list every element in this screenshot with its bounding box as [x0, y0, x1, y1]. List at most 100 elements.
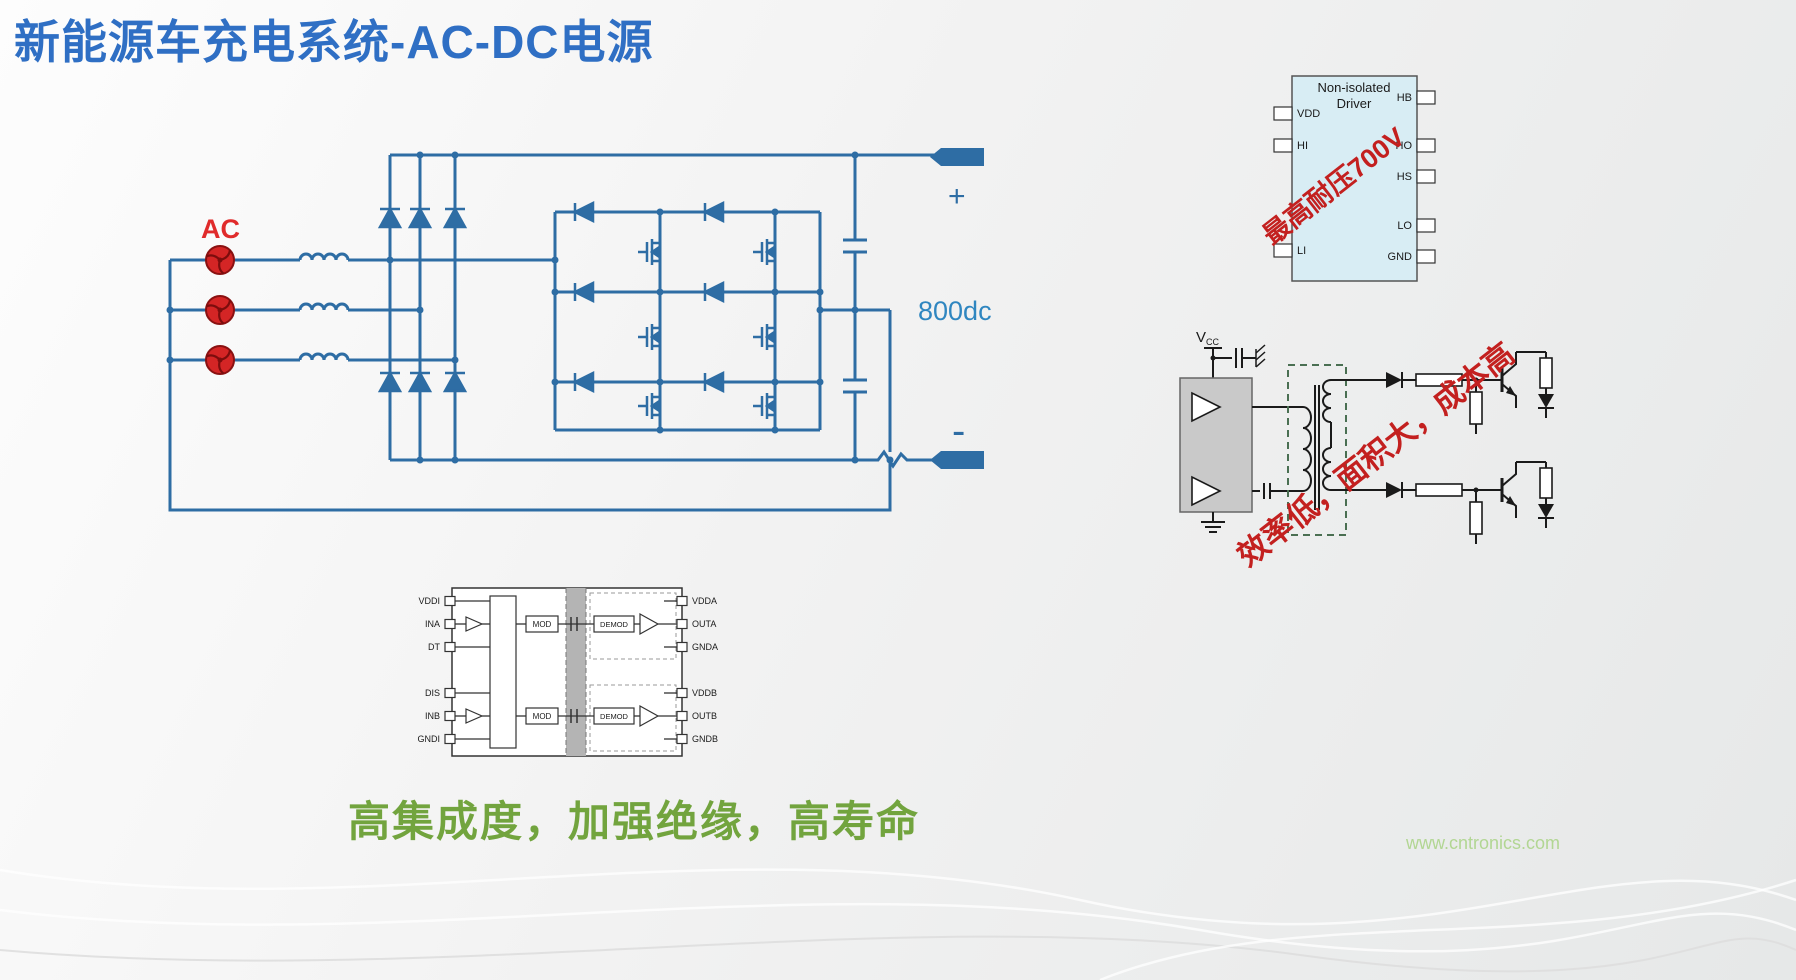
- buffer-icon: [1191, 475, 1222, 507]
- mosfet-icon: [751, 391, 777, 421]
- pin-square: [1416, 138, 1436, 153]
- pin-square: [444, 710, 456, 722]
- pin-square: [1416, 249, 1436, 264]
- pin-label: VDD: [1297, 108, 1320, 120]
- channel-a-region: [589, 592, 677, 660]
- nonisolated-driver-ic: Non-isolated Driver VDD HI LI HB HO HS L…: [1257, 75, 1436, 282]
- output-buffer-icon: [639, 704, 660, 728]
- pin-label: LI: [1297, 245, 1306, 257]
- pin-label: OUTB: [692, 711, 717, 721]
- page-title: 新能源车充电系统-AC-DC电源: [14, 16, 654, 68]
- main-power-circuit: AC + - 800dc: [166, 148, 992, 512]
- pin-label: HB: [1397, 92, 1412, 104]
- pin-square: [676, 595, 688, 607]
- pin-square: [1273, 106, 1293, 121]
- pin-label: HI: [1297, 140, 1308, 152]
- isolated-driver-ic: VDDI INA DT DIS INB GNDI MOD DEMOD MOD: [418, 587, 718, 757]
- rectifier-diode-icon: [443, 207, 467, 229]
- pin-label: GNDA: [692, 642, 718, 652]
- mod-label: MOD: [533, 712, 552, 721]
- pin-label: GND: [1388, 251, 1413, 263]
- junction-dots: [166, 151, 894, 464]
- gate-transformer-icon: [1287, 364, 1347, 536]
- hatch-ground-icon: [1255, 344, 1266, 368]
- pin-label: DIS: [425, 688, 440, 698]
- pin-label: HS: [1397, 171, 1412, 183]
- pin-square: [444, 687, 456, 699]
- bridge-diode-icon: [573, 281, 595, 303]
- pin-label: VDDI: [418, 596, 440, 606]
- dc-link-capacitors: [843, 155, 867, 460]
- demod-label: DEMOD: [600, 712, 629, 721]
- pin-square: [1273, 138, 1293, 153]
- mosfet-icon: [751, 322, 777, 352]
- ac-source-icon: [204, 244, 236, 276]
- demod-label: DEMOD: [600, 620, 629, 629]
- pin-square: [444, 733, 456, 745]
- ac-source-icon: [204, 344, 236, 376]
- mosfet-icon: [751, 237, 777, 267]
- inductor-phase2: [298, 302, 350, 311]
- output-terminal-plus: [930, 148, 984, 166]
- rectifier-diode-icon: [378, 207, 402, 229]
- pin-square: [1273, 243, 1293, 258]
- pin-square: [444, 595, 456, 607]
- rectifier-diode-icon: [408, 207, 432, 229]
- rectifier-diode-icon: [443, 371, 467, 393]
- pin-square: [1416, 218, 1436, 233]
- pin-square: [1416, 90, 1436, 105]
- pin-square: [444, 618, 456, 630]
- ac-label: AC: [201, 214, 240, 244]
- pin-label: VDDB: [692, 688, 717, 698]
- pin-square: [676, 641, 688, 653]
- pin-label: INB: [425, 711, 440, 721]
- channel-b-region: [589, 684, 677, 752]
- pin-square: [676, 710, 688, 722]
- mod-label: MOD: [533, 620, 552, 629]
- pin-label: DT: [428, 642, 440, 652]
- rectifier-diode-icon: [408, 371, 432, 393]
- vcc-label: VCC: [1196, 329, 1220, 347]
- output-terminal-minus: [930, 451, 984, 469]
- bridge-diode-icon: [703, 281, 725, 303]
- mosfet-icon: [636, 237, 662, 267]
- drawback-annotation: 效率低，面积大，成本高: [1231, 336, 1521, 574]
- input-buffer-icon: [465, 708, 484, 724]
- pin-square: [1416, 169, 1436, 184]
- pin-label: OUTA: [692, 619, 716, 629]
- plus-label: +: [948, 180, 966, 213]
- inductor-phase3: [298, 352, 350, 361]
- ground-icon: [1201, 512, 1225, 533]
- pin-square: [676, 733, 688, 745]
- pin-label: GNDB: [692, 734, 718, 744]
- mosfet-icon: [636, 391, 662, 421]
- pin-label: VDDA: [692, 596, 717, 606]
- pin-square: [444, 641, 456, 653]
- ac-source-icon: [204, 294, 236, 326]
- dc-voltage-label: 800dc: [918, 296, 992, 326]
- bridge-diode-icon: [573, 201, 595, 223]
- bridge-diode-icon: [573, 371, 595, 393]
- pin-label: HO: [1396, 140, 1413, 152]
- footer-tagline: 高集成度，加强绝缘，高寿命: [348, 798, 921, 845]
- bridge-diode-icon: [703, 371, 725, 393]
- pin-square: [676, 687, 688, 699]
- ic-title-line2: Driver: [1337, 96, 1372, 111]
- mosfet-bridge: [553, 201, 892, 452]
- background-swoosh-curves: [0, 868, 1796, 980]
- mosfet-icon: [636, 322, 662, 352]
- input-logic-block: [489, 595, 517, 749]
- buffer-icon: [1191, 391, 1222, 423]
- bridge-diode-icon: [703, 201, 725, 223]
- watermark: www.cntronics.com: [1406, 833, 1561, 853]
- input-buffer-icon: [465, 616, 484, 632]
- ic-title-line1: Non-isolated: [1318, 80, 1391, 95]
- pin-square: [676, 618, 688, 630]
- isolation-barrier: [566, 588, 586, 756]
- transformer-driver-circuit: VCC: [1179, 329, 1556, 574]
- pin-label: INA: [425, 619, 440, 629]
- minus-label: -: [952, 409, 965, 453]
- pin-label: LO: [1397, 220, 1412, 232]
